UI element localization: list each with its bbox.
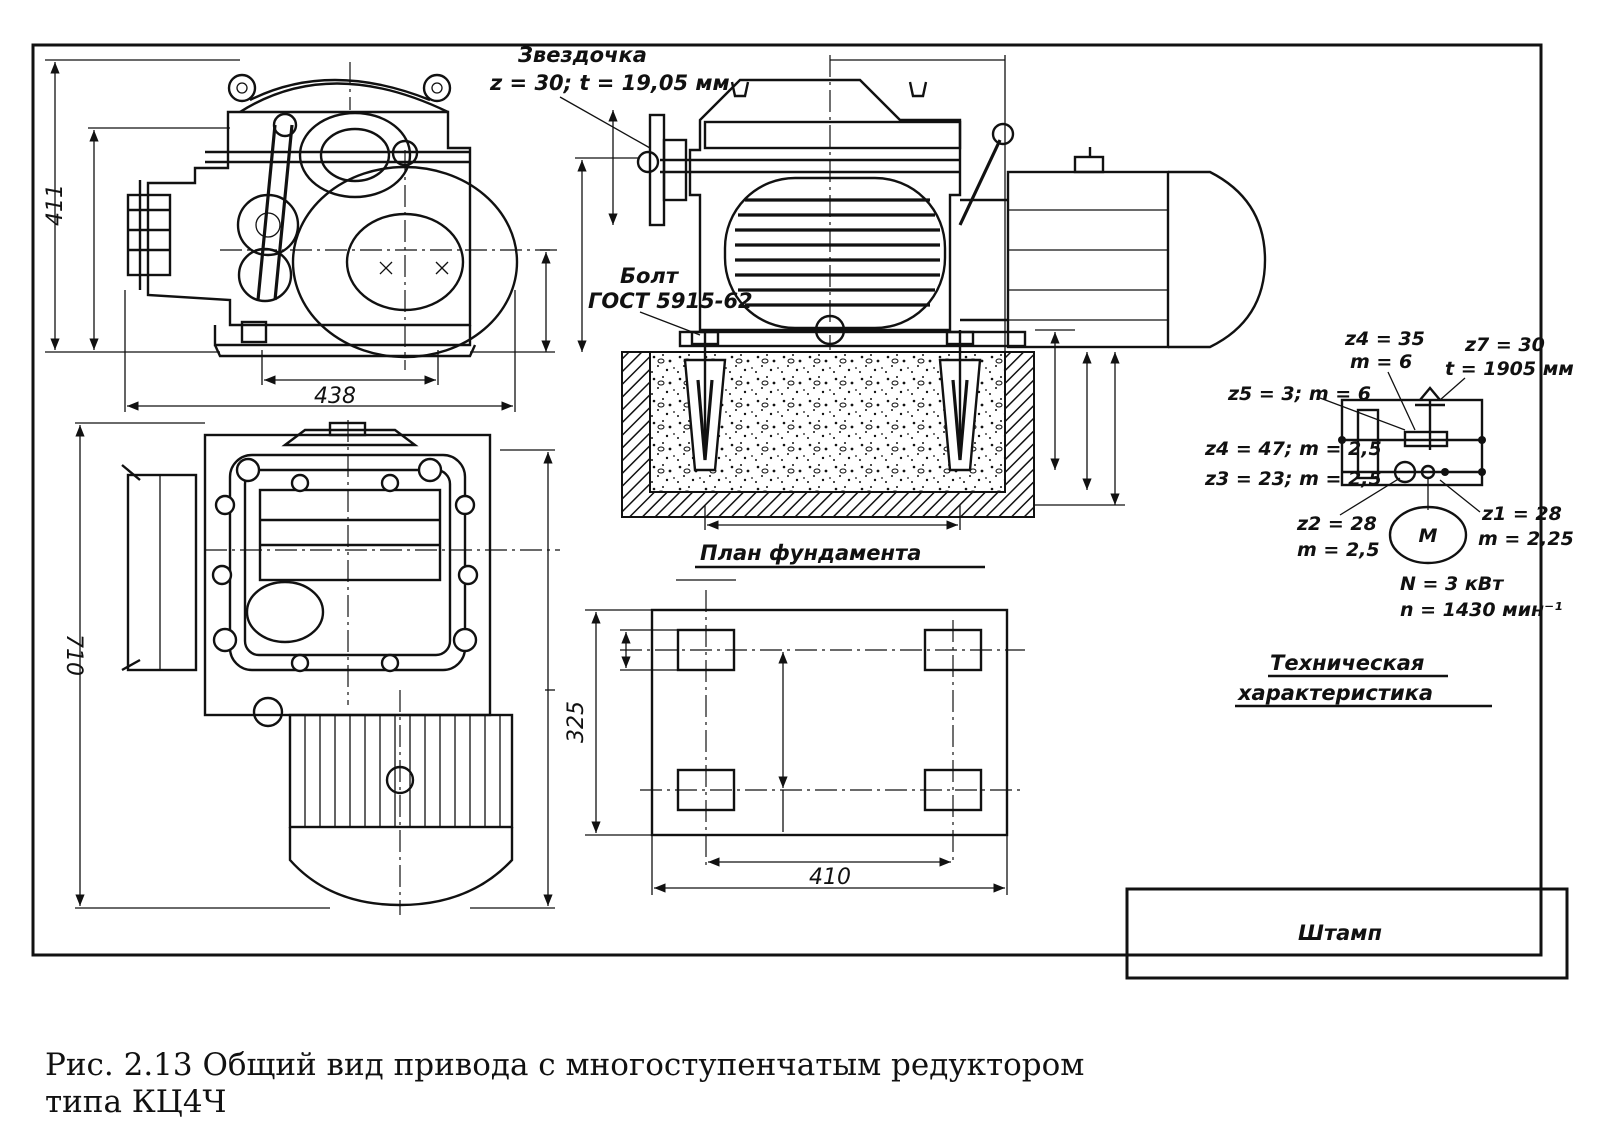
label-t-chain: t = 1905 мм (1445, 358, 1574, 380)
caption-line2: типа КЦ4Ч (45, 1084, 227, 1120)
label-m-z1: m = 2,25 (1478, 528, 1574, 550)
bolt-title: Болт (620, 264, 680, 288)
label-m6-top: m = 6 (1350, 351, 1412, 373)
dim-width-438: 438 (314, 384, 356, 409)
dim-height-710: 710 (61, 634, 86, 676)
reducer-side-view (126, 62, 560, 370)
sprocket-callout: Звездочка z = 30; t = 19,05 мм (489, 43, 730, 149)
foundation-plan-title: План фундамента (695, 541, 985, 569)
label-z2: z2 = 28 (1296, 513, 1377, 535)
label-z4-35: z4 = 35 (1344, 328, 1425, 350)
motor-ribs-plan (304, 715, 501, 827)
dim-height-411: 411 (43, 184, 68, 226)
dimensions-front-view (575, 55, 1125, 530)
figure-caption: Рис. 2.13 Общий вид привода с многоступе… (45, 1047, 1084, 1120)
tech-char-line1: Техническая (1270, 651, 1424, 675)
dimensions-foundation-plan: 325 410 (564, 609, 1008, 895)
label-z5: z5 = 3; m = 6 (1227, 383, 1371, 405)
drawing-frame (31, 43, 1543, 957)
kinematic-scheme: M z4 = 35 m = 6 z7 = 30 t = 1905 мм z5 =… (1204, 328, 1574, 621)
dim-height-325: 325 (564, 701, 589, 743)
motor-symbol (1388, 505, 1468, 565)
tech-char-line2: характеристика (1237, 681, 1433, 705)
dim-width-410: 410 (809, 865, 851, 890)
bolt-callout: Болт ГОСТ 5915-62 (588, 264, 753, 336)
stamp-label: Штамп (1298, 921, 1382, 945)
label-m-z2: m = 2,5 (1297, 539, 1380, 561)
sprocket-title: Звездочка (517, 43, 647, 67)
foundation-plan-label: План фундамента (700, 541, 921, 565)
label-speed: n = 1430 мин⁻¹ (1400, 599, 1563, 621)
title-block: Штамп (1125, 887, 1569, 980)
caption-line1: Рис. 2.13 Общий вид привода с многоступе… (45, 1047, 1084, 1083)
dimensions-bottom-left: 710 (61, 422, 555, 909)
foundation-section (621, 330, 1035, 518)
cooling-ribs (735, 198, 940, 307)
foundation-plan (620, 579, 1025, 865)
bolt-standard: ГОСТ 5915-62 (588, 289, 753, 313)
drive-front-view (636, 55, 1267, 350)
label-z4-47: z4 = 47; m = 2,5 (1204, 438, 1382, 460)
label-z1: z1 = 28 (1481, 503, 1562, 525)
label-z3: z3 = 23; m = 2,5 (1204, 468, 1382, 490)
tech-char-title: Техническая характеристика (1235, 651, 1492, 708)
motor-letter: M (1419, 525, 1438, 547)
dimensions-top-left: 411 438 (43, 59, 555, 412)
label-z7: z7 = 30 (1464, 334, 1545, 356)
sprocket-params: z = 30; t = 19,05 мм (489, 71, 730, 95)
drive-plan-view (121, 420, 560, 915)
label-power: N = 3 кВт (1400, 573, 1504, 595)
